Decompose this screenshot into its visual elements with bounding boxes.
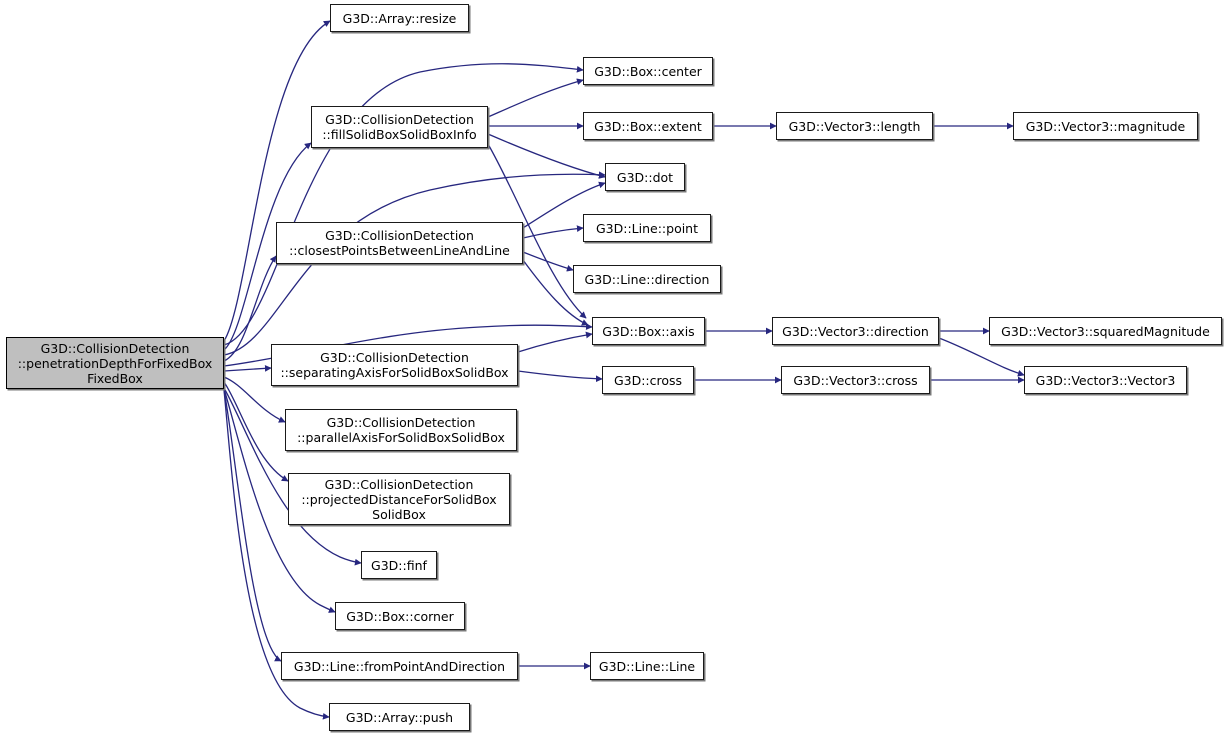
graph-node-label: G3D::Array::push bbox=[345, 709, 454, 725]
graph-node-lineDirection[interactable]: G3D::Line::direction bbox=[573, 265, 721, 293]
graph-edge-fillSolidBox-to-boxCenter bbox=[487, 78, 584, 118]
graph-node-vec3Ctor[interactable]: G3D::Vector3::Vector3 bbox=[1024, 366, 1187, 394]
graph-node-lineFromPoint[interactable]: G3D::Line::fromPointAndDirection bbox=[281, 652, 518, 680]
graph-node-linePoint[interactable]: G3D::Line::point bbox=[583, 214, 711, 242]
graph-node-label: G3D::Line::point bbox=[595, 220, 699, 236]
graph-node-dot[interactable]: G3D::dot bbox=[605, 163, 685, 191]
graph-node-lineLine[interactable]: G3D::Line::Line bbox=[590, 652, 704, 680]
graph-edge-root-to-arrayResize bbox=[223, 20, 331, 342]
graph-node-label: G3D::cross bbox=[613, 372, 683, 388]
graph-node-projectedDistance[interactable]: G3D::CollisionDetection ::projectedDista… bbox=[288, 473, 510, 525]
graph-node-label: G3D::Vector3::length bbox=[788, 118, 921, 134]
graph-node-label: G3D::Vector3::cross bbox=[793, 372, 918, 388]
graph-edge-closestPoints-to-linePoint bbox=[522, 225, 584, 239]
graph-node-separatingAxis[interactable]: G3D::CollisionDetection ::separatingAxis… bbox=[271, 344, 518, 386]
graph-node-boxExtent[interactable]: G3D::Box::extent bbox=[583, 112, 713, 140]
graph-node-vec3SquaredMagnitude[interactable]: G3D::Vector3::squaredMagnitude bbox=[989, 317, 1222, 345]
graph-node-label: G3D::dot bbox=[616, 169, 674, 185]
graph-node-finf[interactable]: G3D::finf bbox=[361, 551, 437, 579]
graph-edge-root-to-closestPoints bbox=[223, 255, 277, 362]
graph-edge-root-to-lineFromPoint bbox=[223, 389, 282, 662]
graph-node-label: G3D::Line::direction bbox=[584, 271, 710, 287]
graph-edge-separatingAxis-to-boxAxis bbox=[517, 331, 593, 353]
graph-edge-root-to-separatingAxis bbox=[223, 365, 272, 372]
graph-node-boxCenter[interactable]: G3D::Box::center bbox=[583, 57, 713, 85]
graph-node-label: G3D::Vector3::squaredMagnitude bbox=[1001, 323, 1210, 339]
graph-node-vec3Length[interactable]: G3D::Vector3::length bbox=[776, 112, 933, 140]
graph-node-label: G3D::CollisionDetection ::separatingAxis… bbox=[280, 350, 509, 380]
graph-node-parallelAxis[interactable]: G3D::CollisionDetection ::parallelAxisFo… bbox=[285, 409, 517, 451]
graph-node-label: G3D::Line::fromPointAndDirection bbox=[293, 658, 506, 674]
graph-edge-root-to-dot bbox=[223, 171, 606, 356]
graph-edge-fillSolidBox-to-dot bbox=[487, 133, 606, 179]
graph-node-cross[interactable]: G3D::cross bbox=[602, 366, 694, 394]
graph-node-label: G3D::Vector3::magnitude bbox=[1025, 118, 1186, 134]
graph-node-label: G3D::Box::corner bbox=[346, 608, 454, 624]
graph-node-label: G3D::Vector3::Vector3 bbox=[1035, 372, 1176, 388]
graph-node-label: G3D::Array::resize bbox=[342, 10, 457, 26]
graph-node-boxAxis[interactable]: G3D::Box::axis bbox=[592, 317, 705, 345]
graph-node-arrayPush[interactable]: G3D::Array::push bbox=[329, 703, 470, 731]
graph-node-root[interactable]: G3D::CollisionDetection ::penetrationDep… bbox=[6, 337, 224, 389]
graph-edge-closestPoints-to-lineDirection bbox=[522, 251, 574, 272]
graph-node-label: G3D::Vector3::direction bbox=[782, 323, 929, 339]
graph-node-label: G3D::Box::center bbox=[594, 63, 702, 79]
graph-node-vec3Cross[interactable]: G3D::Vector3::cross bbox=[781, 366, 930, 394]
graph-node-vec3Magnitude[interactable]: G3D::Vector3::magnitude bbox=[1013, 112, 1198, 140]
graph-node-arrayResize[interactable]: G3D::Array::resize bbox=[330, 4, 469, 32]
graph-node-label: G3D::CollisionDetection ::parallelAxisFo… bbox=[297, 415, 505, 445]
graph-node-label: G3D::Line::Line bbox=[598, 658, 696, 674]
graph-node-label: G3D::CollisionDetection ::penetrationDep… bbox=[17, 340, 213, 386]
graph-edge-root-to-projectedDistance bbox=[223, 381, 289, 482]
graph-node-label: G3D::finf bbox=[371, 557, 427, 573]
graph-node-closestPoints[interactable]: G3D::CollisionDetection ::closestPointsB… bbox=[276, 222, 523, 264]
graph-node-boxCorner[interactable]: G3D::Box::corner bbox=[335, 602, 465, 630]
graph-node-fillSolidBox[interactable]: G3D::CollisionDetection ::fillSolidBoxSo… bbox=[311, 106, 488, 148]
graph-node-vec3Direction[interactable]: G3D::Vector3::direction bbox=[772, 317, 939, 345]
graph-edge-separatingAxis-to-cross bbox=[517, 370, 603, 383]
graph-node-label: G3D::CollisionDetection ::projectedDista… bbox=[301, 476, 497, 522]
graph-node-label: G3D::Box::extent bbox=[594, 118, 702, 134]
graph-node-label: G3D::CollisionDetection ::fillSolidBoxSo… bbox=[322, 112, 477, 142]
graph-node-label: G3D::CollisionDetection ::closestPointsB… bbox=[289, 228, 510, 258]
graph-node-label: G3D::Box::axis bbox=[602, 323, 695, 339]
